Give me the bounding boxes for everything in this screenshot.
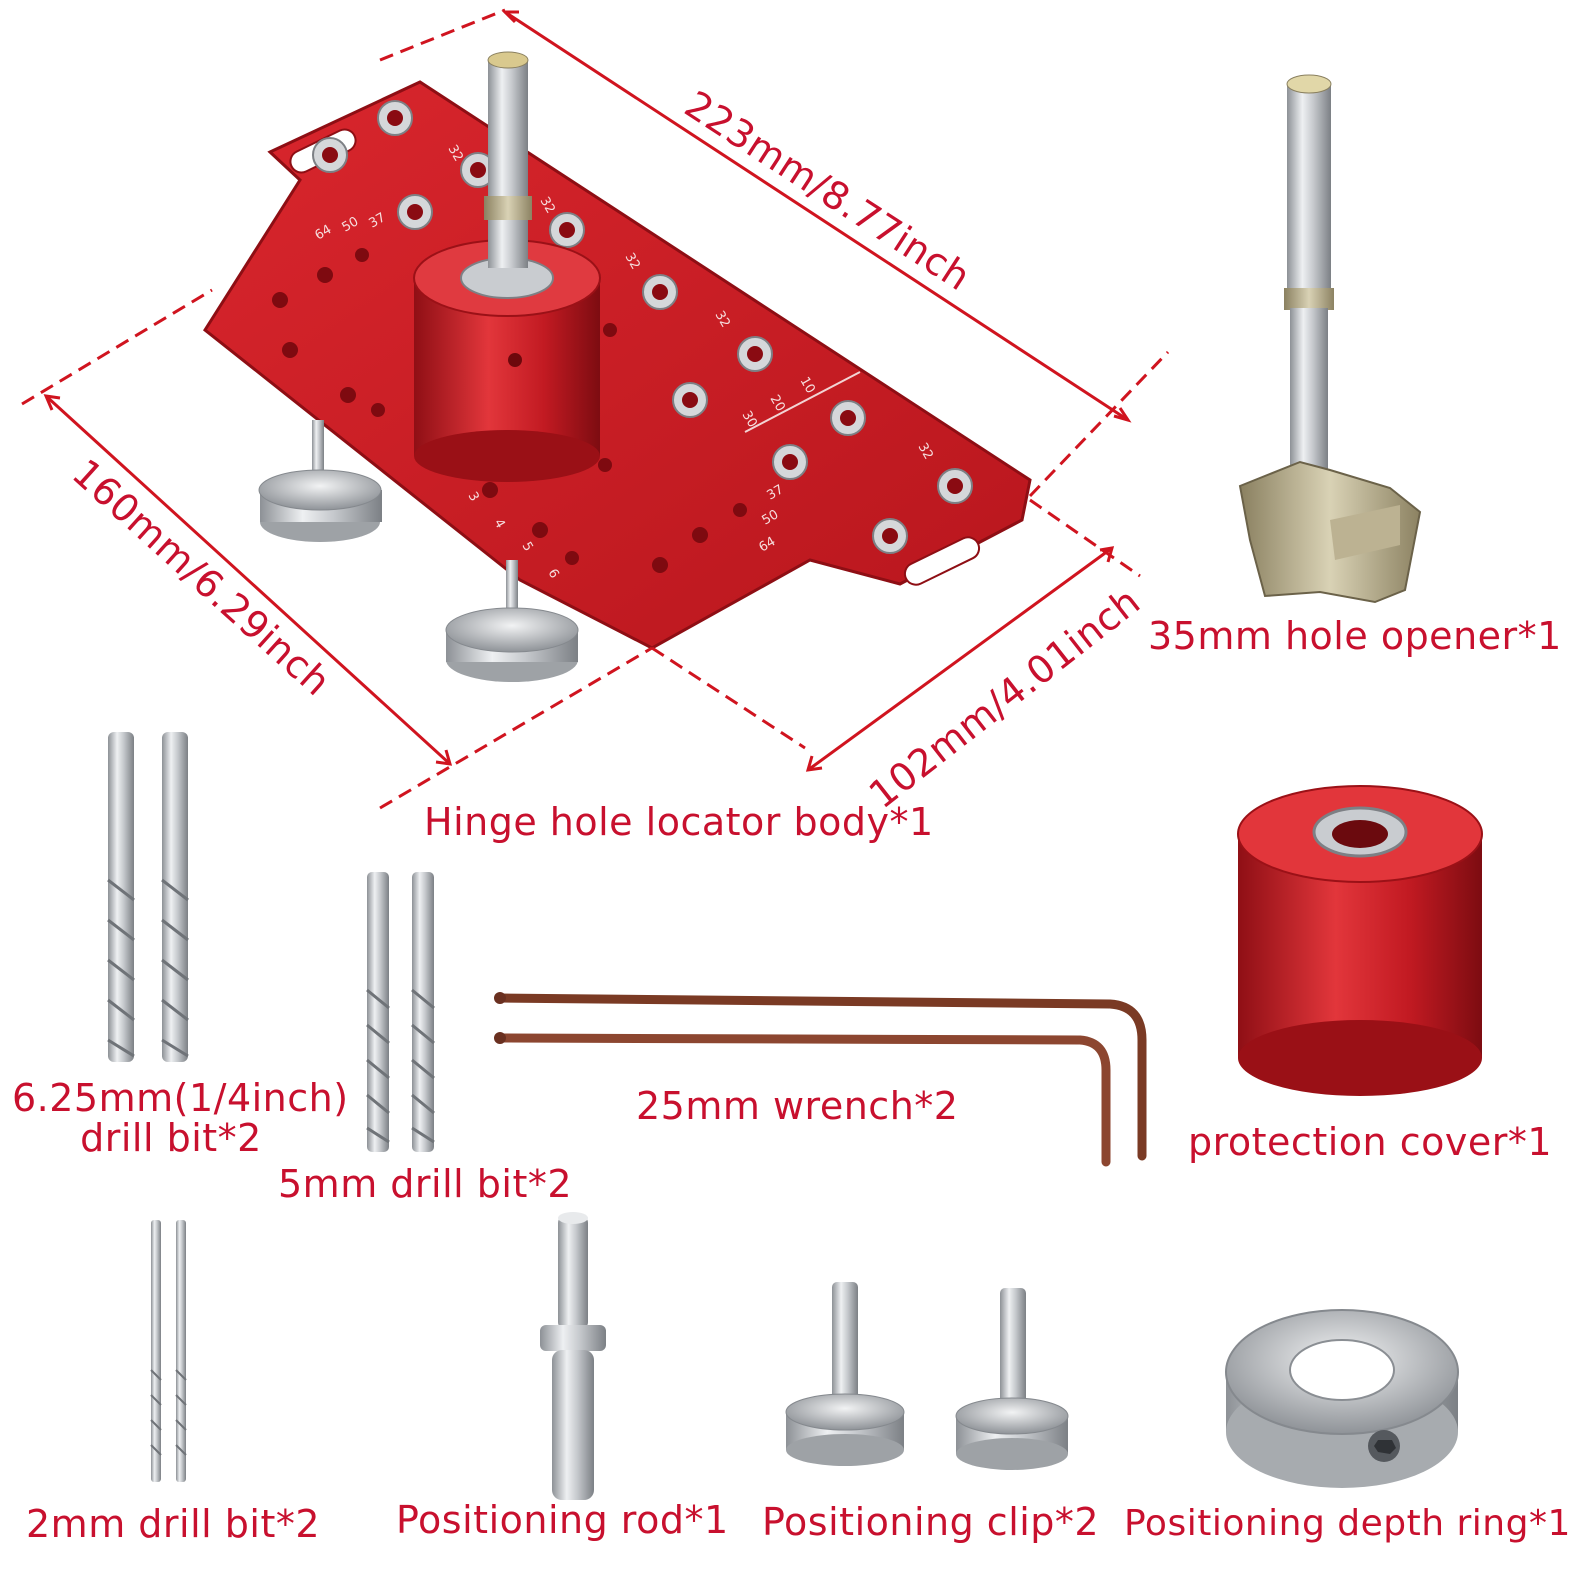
thumb-screw-icon [785,1282,1069,1470]
cover-cylinder-icon [1237,785,1483,1096]
hex-wrench-icon [494,992,1147,1167]
plate-mark-32-d: 32 [712,309,733,331]
label-drill-bit-5mm: 5mm drill bit*2 [278,1162,573,1206]
label-hinge-locator-body: Hinge hole locator body*1 [424,800,934,844]
plate-mark-64-a: 64 [313,222,335,243]
plate-mark-37-b: 37 [765,482,787,503]
plate-mark-32-e: 32 [915,441,936,463]
plate-holes [272,248,747,573]
label-protection-cover: protection cover*1 [1188,1120,1553,1164]
drill-bit-6mm-pair [107,732,189,1062]
label-positioning-clip: Positioning clip*2 [762,1500,1100,1544]
plate-mark-20: 20 [767,393,788,415]
rod-icon [540,1212,606,1500]
locator-foot-left [258,420,382,542]
plate-mark-32-a: 32 [445,143,466,165]
plate-mark-37-a: 37 [367,210,389,231]
label-positioning-rod: Positioning rod*1 [396,1498,729,1542]
label-drill-bit-2mm: 2mm drill bit*2 [26,1502,321,1546]
label-drill-bit-6mm-line2: drill bit*2 [80,1116,262,1160]
label-wrench: 25mm wrench*2 [636,1084,959,1128]
plate-mark-30: 30 [739,409,760,431]
dimension-lines [21,8,1170,810]
label-drill-bit-6mm: 6.25mm(1/4inch) drill bit*2 [12,1076,349,1160]
label-drill-bit-6mm-line1: 6.25mm(1/4inch) [12,1076,349,1120]
plate-mark-10: 10 [797,375,818,397]
plate-mark-64-b: 64 [757,534,779,555]
locator-cylinder [413,239,601,482]
forstner-bit-icon [1238,74,1422,604]
drill-bit-2mm-pair [150,1220,187,1482]
plate-mark-32-c: 32 [622,251,643,273]
locator-shank [484,51,532,268]
label-depth-ring: Positioning depth ring*1 [1124,1503,1569,1544]
hinge-locator-body: 32 32 32 32 32 64 50 37 37 50 64 10 20 3… [203,51,1032,682]
plate-mark-32-b: 32 [537,195,558,217]
collar-ring-icon [1225,1309,1459,1488]
label-hole-opener: 35mm hole opener*1 [1148,614,1562,658]
plate-slot-right [903,536,981,586]
plate-mark-50-a: 50 [340,214,362,235]
drill-bit-5mm-pair [366,872,435,1152]
plate-mark-50-b: 50 [760,507,782,528]
locator-foot-right [445,560,579,682]
